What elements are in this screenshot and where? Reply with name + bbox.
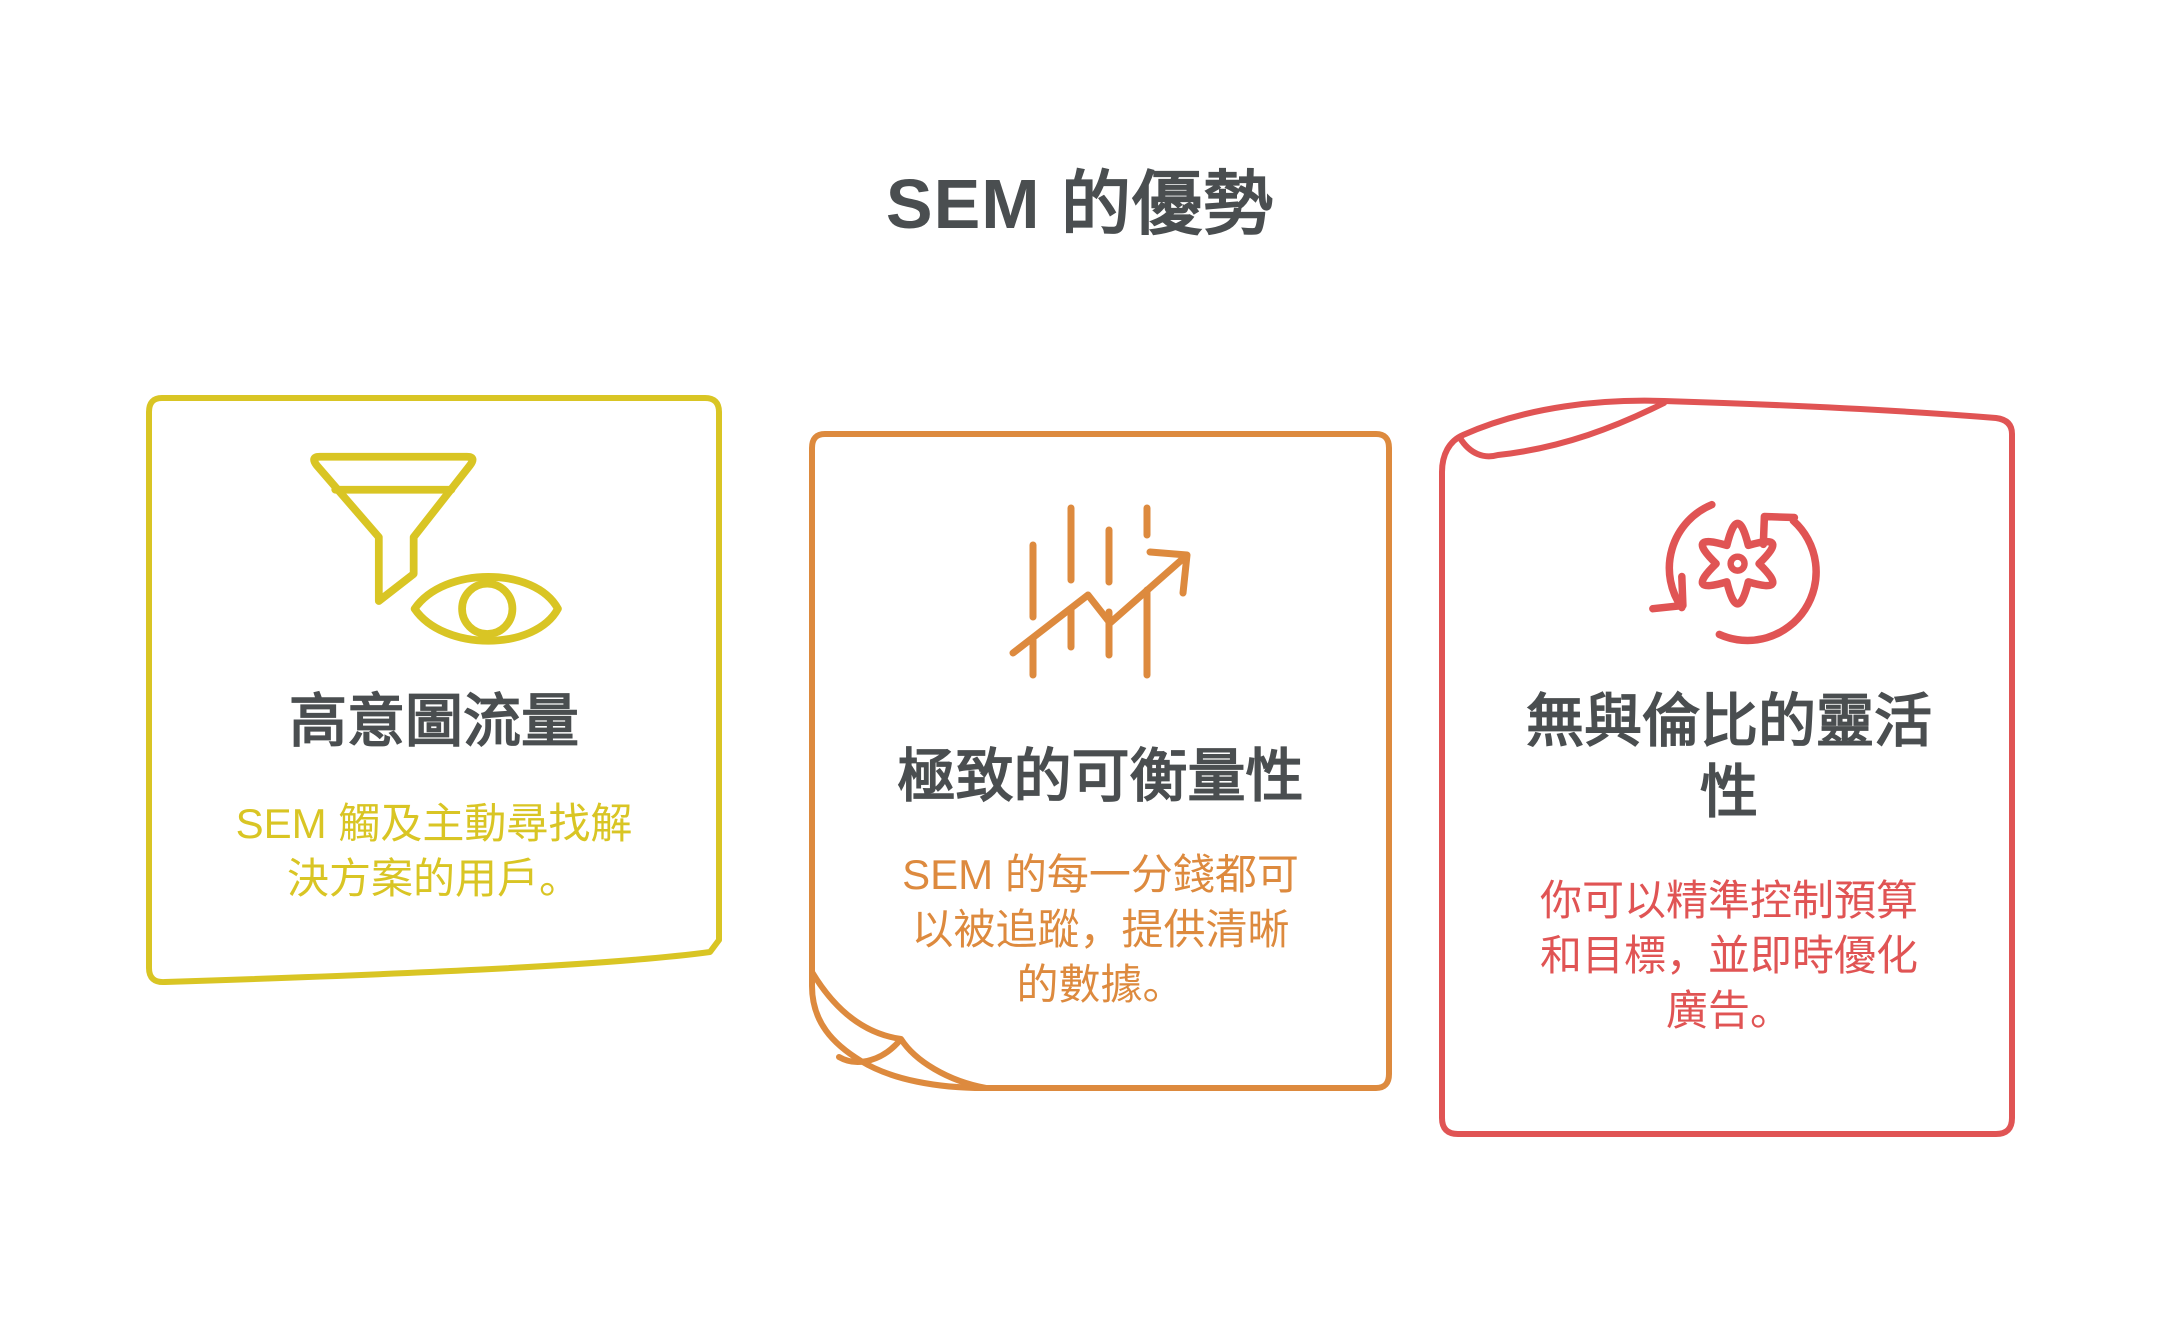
benefit-card-high-intent-traffic: 高意圖流量 SEM 觸及主動尋找解 決方案的用戶。 (145, 394, 723, 986)
page-curl-border-red (1439, 397, 2015, 1137)
gear-sync-icon (1649, 500, 1820, 645)
card-body-text: SEM 觸及主動尋找解 決方案的用戶。 (235, 799, 633, 902)
funnel-eye-icon (310, 452, 562, 645)
card-body-text: 你可以精準控制預算 和目標，並即時優化 廣告。 (1539, 876, 1918, 1034)
benefit-card-flexibility: 無與倫比的靈活 性 你可以精準控制預算 和目標，並即時優化 廣告。 (1438, 396, 2020, 1138)
growth-chart-arrow-icon (1009, 504, 1190, 679)
card-title: 極致的可衡量性 (897, 744, 1304, 809)
card-body-text: SEM 的每一分錢都可 以被追蹤，提供清晰 的數據。 (902, 850, 1299, 1008)
card-title: 高意圖流量 (288, 689, 579, 754)
sticky-note-border-orange (809, 431, 1392, 1091)
card-title: 無與倫比的靈活 性 (1525, 689, 1932, 825)
benefit-card-measurability: 極致的可衡量性 SEM 的每一分錢都可 以被追蹤，提供清晰 的數據。 (808, 430, 1393, 1094)
page-title: SEM 的優勢 (885, 165, 1275, 243)
sticky-note-border-yellow (146, 395, 722, 986)
